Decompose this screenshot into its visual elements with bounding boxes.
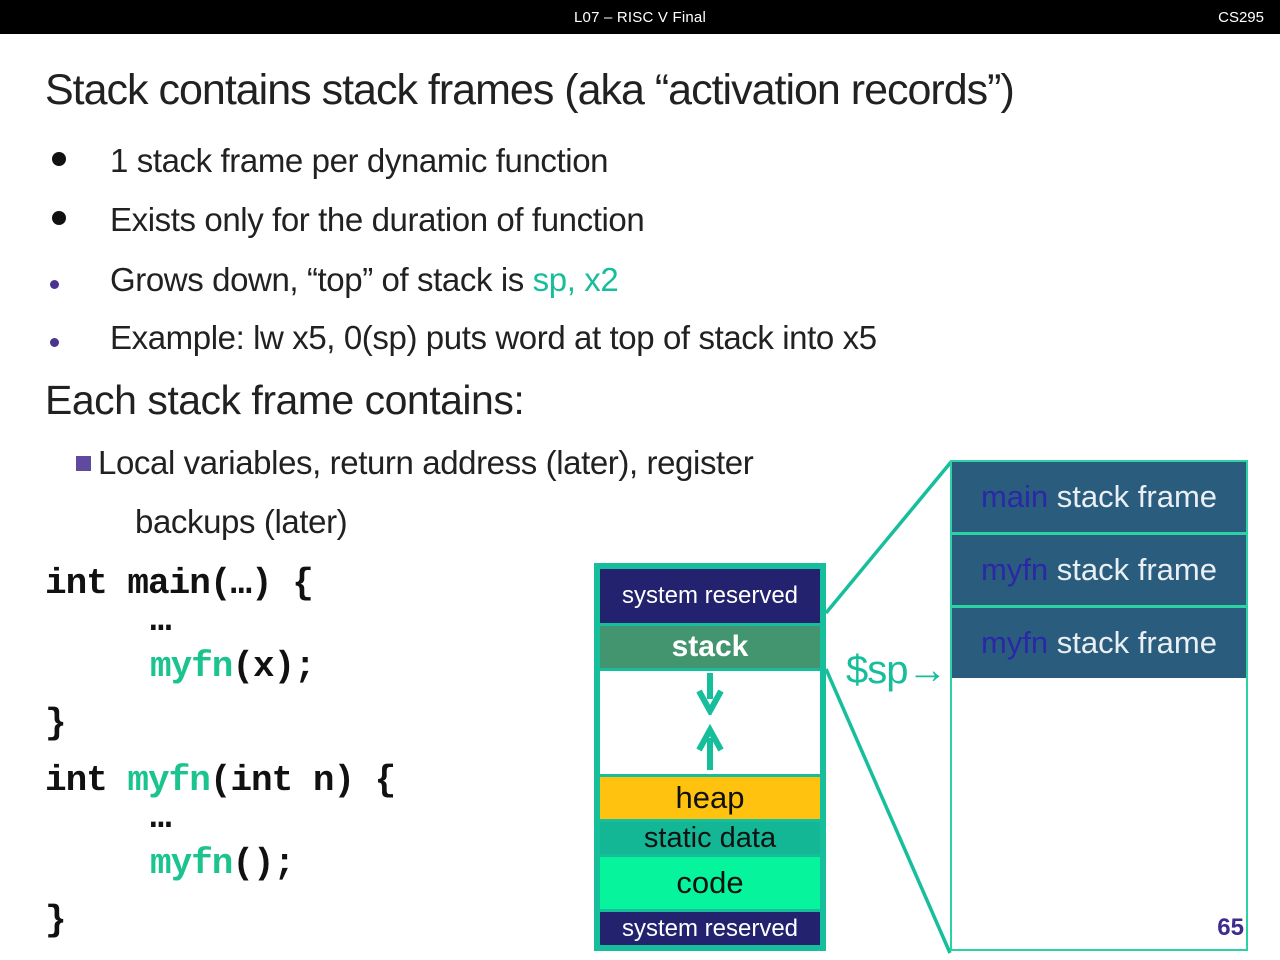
bullet-dot-3 [50, 280, 59, 289]
code-line-5-kw: int [45, 760, 128, 801]
code-line-7-fn: myfn [150, 843, 233, 884]
slide-title: Stack contains stack frames (aka “activa… [45, 66, 1015, 114]
section-heading: Each stack frame contains: [45, 377, 525, 423]
bullet-dot-1 [52, 152, 66, 166]
stack-frames-box: main stack frame myfn stack frame myfn s… [950, 460, 1248, 951]
top-bar: L07 – RISC V Final CS295 [0, 0, 1280, 34]
segment-stack: stack [600, 626, 820, 668]
segment-heap: heap [600, 777, 820, 819]
square-bullet-icon [76, 456, 91, 471]
bullet-item-1: 1 stack frame per dynamic function [110, 142, 609, 179]
stack-frame-row-main: main stack frame [952, 462, 1246, 532]
code-line-3-fn: myfn [150, 646, 233, 687]
bullet-item-4: Example: lw x5, 0(sp) puts word at top o… [110, 319, 877, 356]
frame-fn-name: myfn [980, 552, 1049, 587]
bullet-dot-2 [52, 211, 66, 225]
bullet-dot-4 [50, 338, 59, 347]
code-line-6: … [150, 797, 172, 838]
sp-pointer-label: $sp→ [846, 648, 947, 692]
bullet-item-3-text: Grows down, “top” of stack is [110, 261, 533, 298]
bullet-item-3: Grows down, “top” of stack is sp, x2 [110, 261, 619, 299]
lecture-title: L07 – RISC V Final [574, 8, 706, 26]
code-line-5-rest: (int n) { [209, 760, 396, 801]
frame-fn-name: myfn [980, 625, 1049, 660]
frame-label: stack frame [1048, 625, 1217, 660]
frame-fn-name: main [980, 479, 1049, 514]
segment-system-reserved-bottom: system reserved [600, 912, 820, 945]
segment-system-reserved-top: system reserved [600, 569, 820, 623]
page-number: 65 [1217, 914, 1244, 941]
bullet-item-3-accent: sp, x2 [532, 261, 619, 298]
stack-frame-row-myfn-1: myfn stack frame [952, 535, 1246, 605]
stack-frame-row-myfn-2: myfn stack frame [952, 608, 1246, 678]
code-line-8: } [45, 900, 67, 941]
grow-down-arrow-icon [696, 673, 724, 715]
code-line-3-rest: (x); [232, 646, 315, 687]
course-code: CS295 [1218, 8, 1264, 26]
segment-static-data: static data [600, 822, 820, 854]
bullet-item-2: Exists only for the duration of function [110, 201, 645, 238]
code-line-2: … [150, 600, 172, 641]
memory-map-diagram: system reserved stack heap static data c… [594, 563, 826, 951]
code-line-7-rest: (); [232, 843, 295, 884]
code-line-5: int myfn(int n) { [45, 760, 396, 801]
frame-label: stack frame [1048, 552, 1217, 587]
sub-bullet-line1: Local variables, return address (later),… [98, 444, 754, 481]
code-line-4: } [45, 703, 67, 744]
segment-free-space [600, 671, 820, 774]
code-line-3: myfn(x); [150, 646, 316, 687]
stack-frames-list: main stack frame myfn stack frame myfn s… [952, 462, 1246, 678]
sub-bullet-line2: backups (later) [135, 503, 348, 540]
code-line-7: myfn(); [150, 843, 295, 884]
code-line-1: int main(…) { [45, 563, 314, 604]
segment-code: code [600, 857, 820, 909]
code-line-5-fn: myfn [127, 760, 210, 801]
frame-label: stack frame [1048, 479, 1218, 514]
grow-up-arrow-icon [696, 724, 724, 770]
